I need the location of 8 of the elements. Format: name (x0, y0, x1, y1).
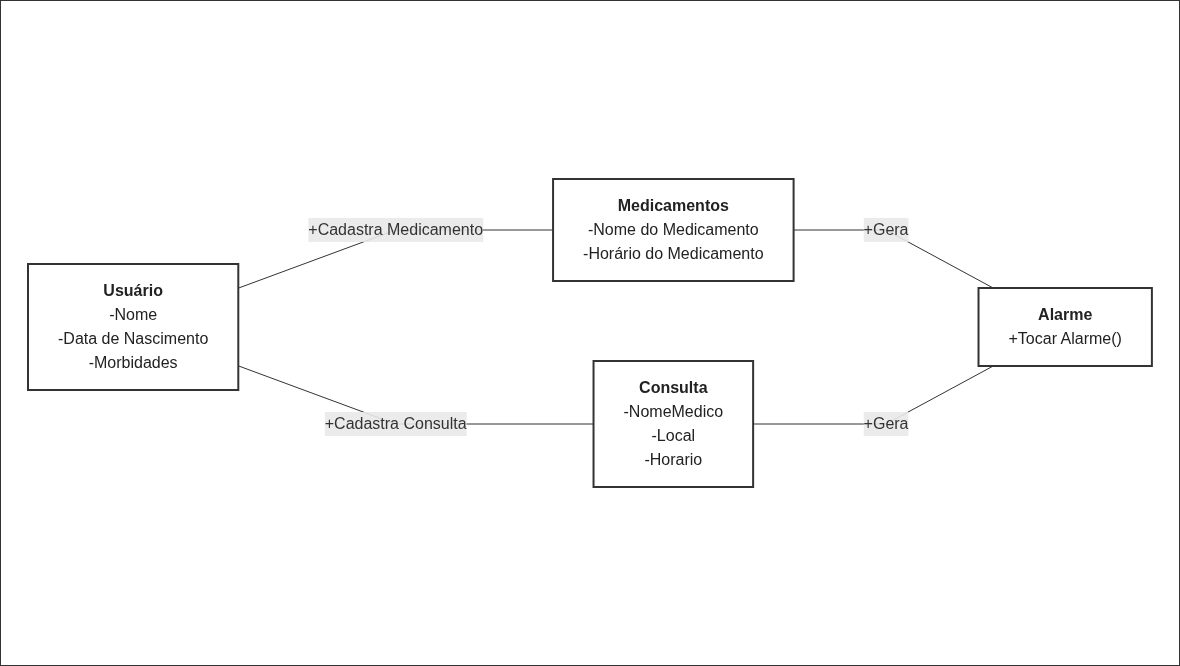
edge-label: +Gera (863, 221, 909, 238)
node-box: Alarme +Tocar Alarme() (977, 287, 1153, 367)
edge-label: +Cadastra Medicamento (308, 221, 484, 238)
edge-label: +Cadastra Consulta (324, 415, 467, 432)
node-box: Consulta -NomeMedico -Local -Horario (592, 360, 755, 488)
node-box: Medicamentos -Nome do Medicamento -Horário do Medicamento (552, 178, 795, 282)
edge-label: +Gera (863, 415, 909, 432)
node-box: Usuário -Nome -Data de Nascimento -Morbidades (27, 263, 240, 391)
